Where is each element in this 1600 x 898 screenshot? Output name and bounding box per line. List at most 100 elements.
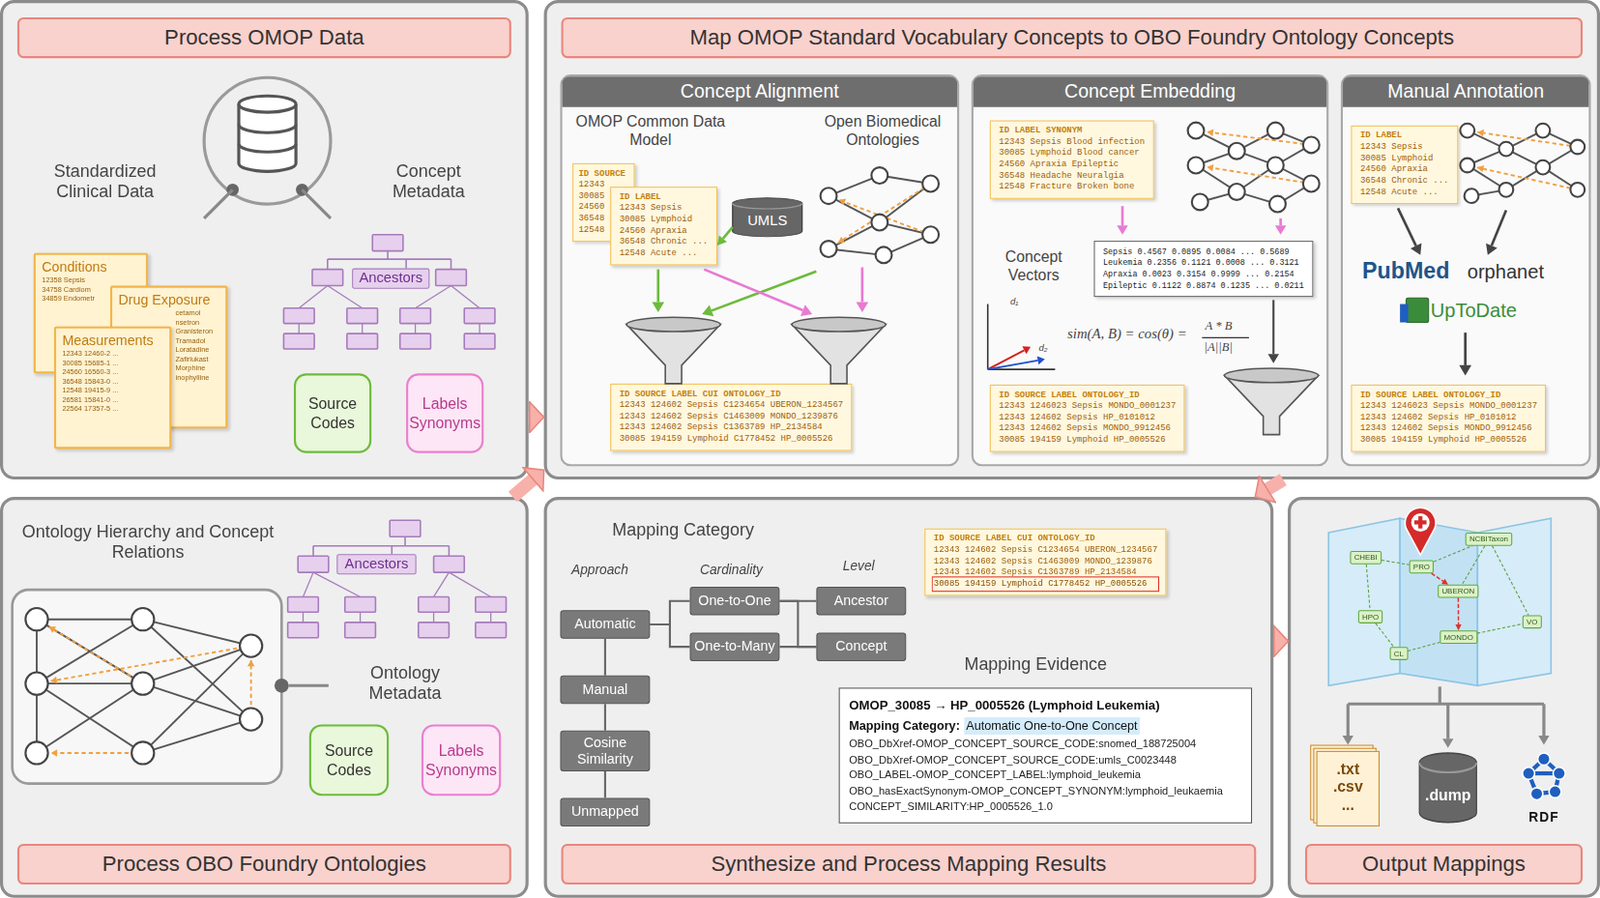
node-text: nsetron [117,317,219,326]
ill-dot [1499,182,1514,198]
node-text: 24560 [578,202,625,214]
node-text: OBO_DbXref-OMOP_CONCEPT_SOURCE_CODE:snom… [848,735,1242,752]
node-text: 36548 Headache Neuralgia [998,170,1145,182]
node-text: 12548 Acute ... [1360,186,1450,199]
node-label: RDF [1528,809,1559,825]
arrowhead [1477,165,1484,173]
vector-table: Sepsis 0.4567 0.0895 0.0084 ... 0.5689Le… [1093,240,1313,297]
ill-dot [1499,142,1514,157]
arrowhead [1207,129,1215,138]
ill-dot [820,240,838,258]
cylinder-rim [732,203,803,209]
ill-line [36,683,144,754]
ill-line [36,619,144,684]
node-label: Ancestors [337,554,415,573]
ill-dot [1570,182,1585,198]
node-label: Process OBO Foundry Ontologies [17,843,512,885]
node-text: 26581 15841-0 ... [61,394,163,404]
ill-box [347,333,379,350]
node-text: 12343 124602 Sepsis C1463009 MONDO_12398… [933,555,1159,568]
table-card: ID SOURCE LABEL CUI ONTOLOGY_ID12343 124… [610,383,853,452]
node-text: 30085 15685-1 ... [61,357,163,367]
ill-line [838,183,931,243]
node-label: Output Mappings [1305,843,1583,885]
node-text: 12343 1246023 Sepsis MONDO_0001237 [998,401,1176,413]
node-text: 12343 Sepsis [619,203,709,215]
node-label: Synthesize and Process Mapping Results [561,843,1257,885]
arrowhead [838,236,845,244]
ill-line [313,545,449,548]
connector [1366,564,1370,611]
node-label: Ancestors [352,269,429,288]
category-box: Automatic [559,610,650,640]
node-label: ID LABEL SYNONYM [998,125,1145,138]
ill-line [434,572,450,597]
ill-line [301,189,331,219]
node-label: NCBITaxon [1469,534,1509,544]
arrowhead [1410,243,1422,256]
connector [1381,560,1410,566]
node-text: 12343 124602 Sepsis MONDO_9912456 [998,423,1176,436]
ill-dot [1228,143,1246,160]
node-label: ID SOURCE [578,168,625,180]
ill-line [1206,167,1311,184]
ill-line [1397,207,1417,246]
node-text: 12548 Acute ... [619,247,709,260]
ill-box [436,269,467,287]
ill-dot [1536,123,1551,139]
ill-line [203,189,233,219]
axis-label: d₁ [1010,295,1019,307]
ill-dot [1459,123,1475,139]
ill-dot [1411,513,1430,532]
cylinder-body [732,198,803,237]
ill-line [302,611,304,623]
ill-line [839,200,931,235]
node-text: 12548 19415-9 ... [61,385,163,395]
ill-dot [131,672,154,696]
ontology-node: NCBITaxon [1465,532,1513,547]
labels-box: Labels Synonyms [406,373,484,453]
node-label: Conditions [41,258,140,276]
arrowhead [1342,735,1354,745]
ill-line [327,286,363,309]
ill-line [448,572,491,597]
formula: A * B [1205,318,1233,333]
node-label: Labels Synonyms [408,393,481,434]
node-text: 36548 [578,213,625,226]
ill-line [298,286,328,309]
logo: UpToDate [1430,299,1517,323]
ill-line [312,546,315,557]
ill-dot [922,226,939,243]
node-text: 12343 Sepsis Blood infection [998,136,1145,148]
database-icon [238,104,296,173]
node-label: Cosine Similarity [563,734,648,767]
node-text: 30085 Lymphoid [1360,152,1450,165]
node-text: Epileptic 0.1122 0.8874 0.1235 ... 0.021… [1103,279,1305,291]
connector [1267,479,1283,490]
node-label: ID SOURCE LABEL CUI ONTOLOGY_ID [933,533,1159,546]
arrowhead [800,304,813,317]
node-text: Mapping Category: [848,716,960,736]
panel: Output MappingsCHEBIPRONCBITaxonUBERONHP… [1287,496,1600,898]
table-card: ID LABEL12343 Sepsis30085 Lymphoid24560 … [610,186,718,265]
ill-line [490,611,492,623]
ill-line [451,286,481,309]
ill-dot [239,635,262,658]
node-text: cetamol [117,308,219,318]
funnel-rim [791,317,886,332]
database-icon [238,95,296,113]
node-label: Labels Synonyms [425,740,497,781]
ontology-node: HPO [1358,610,1384,624]
category-box: One-to-One [690,586,781,616]
node-text: 30085 194159 Lymphoid C1778452 HP_000552… [619,434,844,446]
node-label: ID SOURCE LABEL ONTOLOGY_ID [998,389,1176,402]
ill-line [326,259,329,270]
ill-dot [1267,157,1284,175]
ill-line [1346,703,1350,736]
database-cylinder: UMLS [732,198,803,237]
connector [1407,641,1440,651]
ill-line [450,259,453,270]
connector [1492,546,1530,616]
node-text: Automatic One-to-One Concept [963,717,1140,735]
